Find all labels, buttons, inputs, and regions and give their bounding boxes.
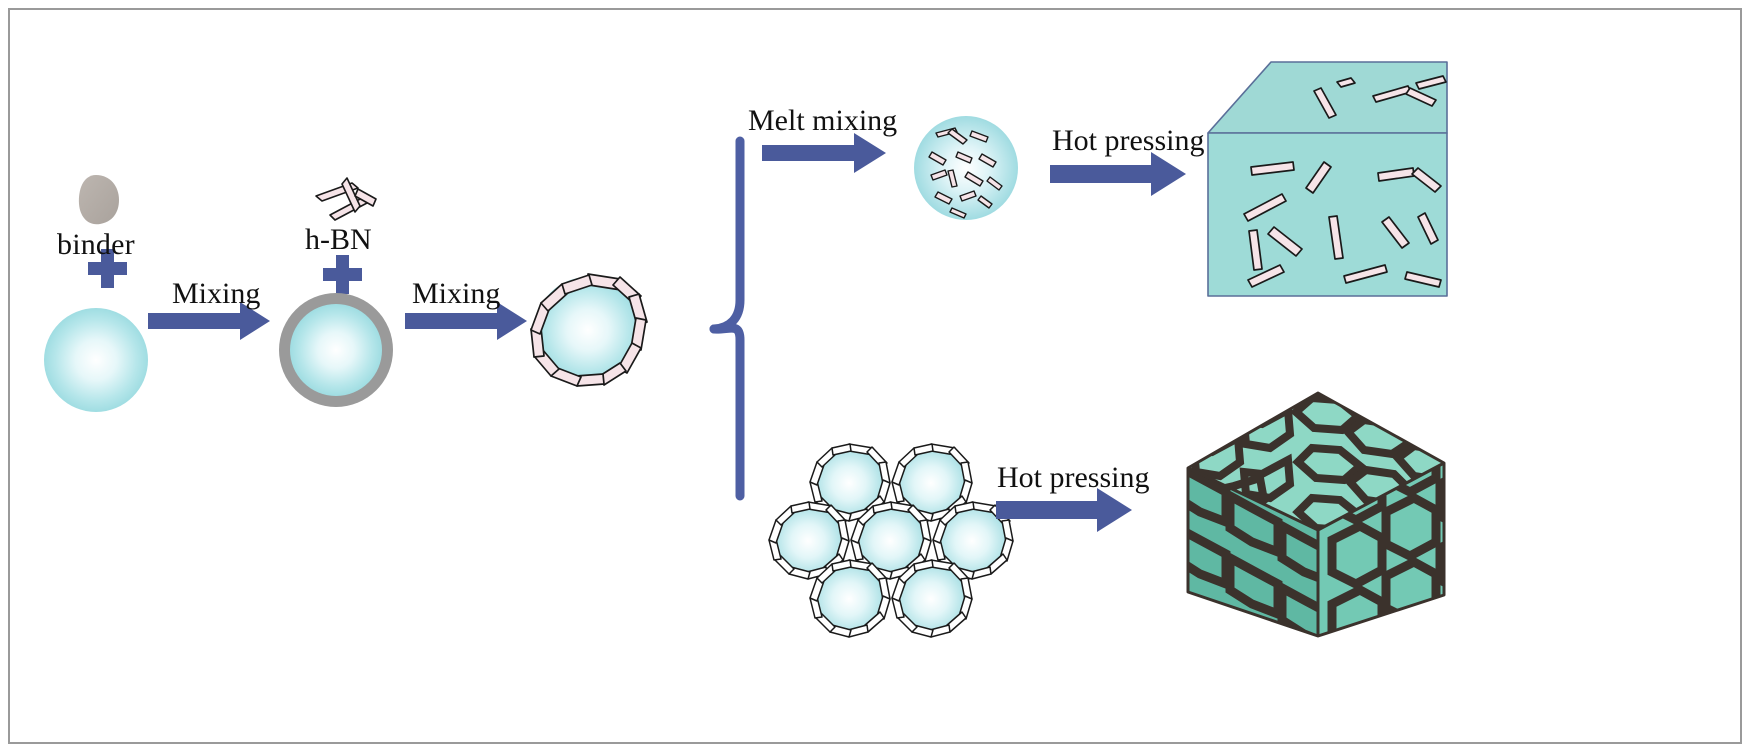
honeycomb-cube (1186, 391, 1446, 638)
arrow-hot-pressing-top (1050, 152, 1186, 196)
cluster-sphere (891, 559, 973, 638)
plus-icon-1 (88, 249, 127, 288)
hbn-coated-sphere (530, 273, 648, 387)
cluster-sphere (809, 559, 891, 638)
cluster-sphere (768, 501, 850, 580)
binder-blob (78, 175, 119, 225)
plus-icon-2 (323, 255, 362, 294)
hot-pressing-label-bottom: Hot pressing (997, 461, 1150, 494)
melt-mixing-label: Melt mixing (748, 104, 898, 137)
mixing-label-2: Mixing (412, 277, 501, 310)
arrow-mixing-1 (148, 302, 270, 340)
cluster-sphere (891, 443, 973, 522)
hbn-platelets-icon (315, 177, 377, 221)
arrow-melt-mixing (762, 133, 886, 173)
arrow-hot-pressing-bottom (996, 488, 1132, 532)
polymer-sphere (44, 308, 148, 412)
mixing-label-1: Mixing (172, 277, 261, 310)
sphere-cluster (768, 443, 1014, 638)
branch-brace (709, 136, 745, 501)
random-dispersion-cube (1207, 61, 1448, 297)
binder-coated-sphere (279, 293, 393, 407)
melt-mixed-sphere (914, 116, 1018, 220)
hbn-label: h-BN (305, 223, 372, 256)
arrow-mixing-2 (405, 302, 527, 340)
hot-pressing-label-top: Hot pressing (1052, 124, 1205, 157)
binder-label: binder (57, 228, 135, 261)
